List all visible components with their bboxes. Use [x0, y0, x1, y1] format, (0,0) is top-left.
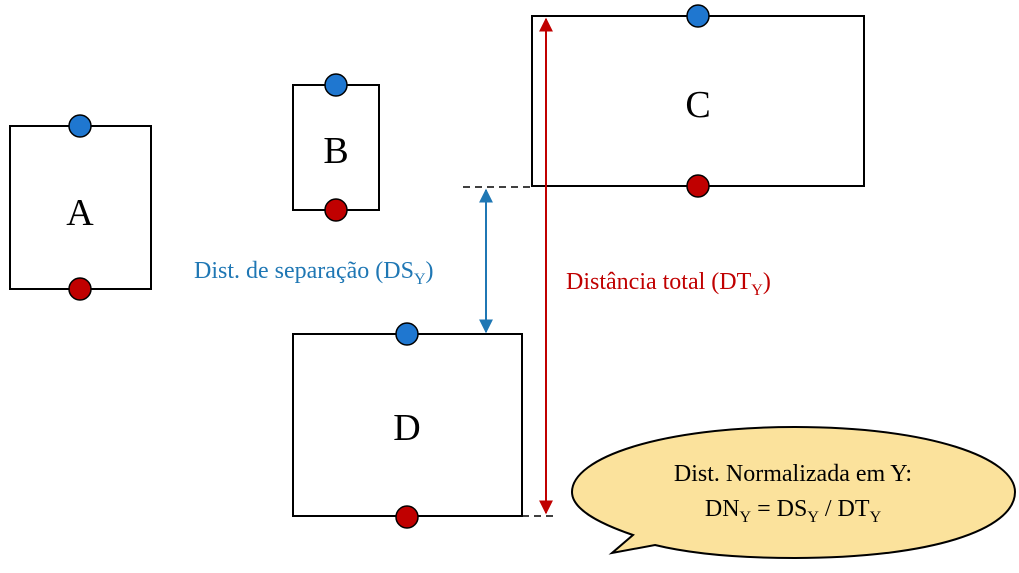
box-b-outline	[292, 84, 380, 211]
box-b-bottom-dot	[324, 198, 348, 222]
box-a: A	[9, 114, 152, 301]
total-sub: Y	[751, 282, 763, 299]
box-a-top-dot	[68, 114, 92, 138]
box-d-label: D	[393, 407, 420, 449]
box-d-top-dot	[395, 322, 419, 346]
box-d-outline	[292, 333, 523, 517]
box-a-label: A	[66, 192, 94, 234]
separation-sub: Y	[414, 271, 426, 288]
formula-bubble-equation: DNY = DSY / DTY	[705, 496, 882, 526]
box-b: B	[292, 73, 380, 222]
formula-bubble: Dist. Normalizada em Y: DNY = DSY / DTY	[570, 425, 1017, 560]
box-c-bottom-dot	[686, 174, 710, 198]
box-d-bottom-dot	[395, 505, 419, 529]
separation-distance-label: Dist. de separação (DSY)	[194, 258, 434, 288]
box-c-label: C	[685, 84, 710, 126]
formula-bubble-title: Dist. Normalizada em Y:	[674, 461, 912, 487]
total-close: )	[763, 269, 771, 295]
box-a-outline	[9, 125, 152, 290]
box-b-top-dot	[324, 73, 348, 97]
box-b-label: B	[323, 130, 348, 172]
box-c-top-dot	[686, 4, 710, 28]
separation-text: Dist. de separação (DS	[194, 258, 414, 284]
separation-close: )	[426, 258, 434, 284]
total-distance-label: Distância total (DTY)	[566, 269, 771, 299]
box-a-bottom-dot	[68, 277, 92, 301]
total-text: Distância total (DT	[566, 269, 752, 295]
formula-bubble-shape	[570, 425, 1017, 560]
box-d: D	[292, 322, 523, 529]
box-c: C	[531, 4, 865, 198]
